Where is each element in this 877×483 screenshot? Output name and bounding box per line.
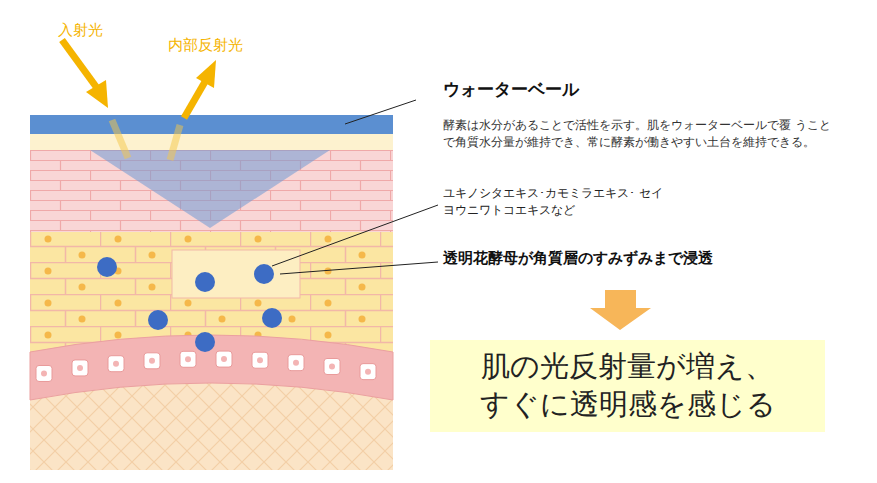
heading: ウォーターベール bbox=[443, 77, 579, 102]
light-label: 内部反射光 bbox=[168, 35, 243, 57]
light-label: 入射光 bbox=[58, 20, 103, 42]
result-text: 肌の光反射量が増え、 すぐに透明感を感じる bbox=[472, 348, 783, 423]
body-text: 酵素は水分があることで活性を示す。肌をウォーターベールで覆 うことで角質水分量が… bbox=[443, 117, 835, 152]
ingredient-label: ユキノシタエキス･カモミラエキス･ セイヨウニワトコエキスなど bbox=[443, 185, 663, 220]
callout-text: 透明花酵母が角質層のすみずみまで浸透 bbox=[443, 248, 713, 270]
result-box: 肌の光反射量が増え、 すぐに透明感を感じる bbox=[430, 340, 825, 432]
